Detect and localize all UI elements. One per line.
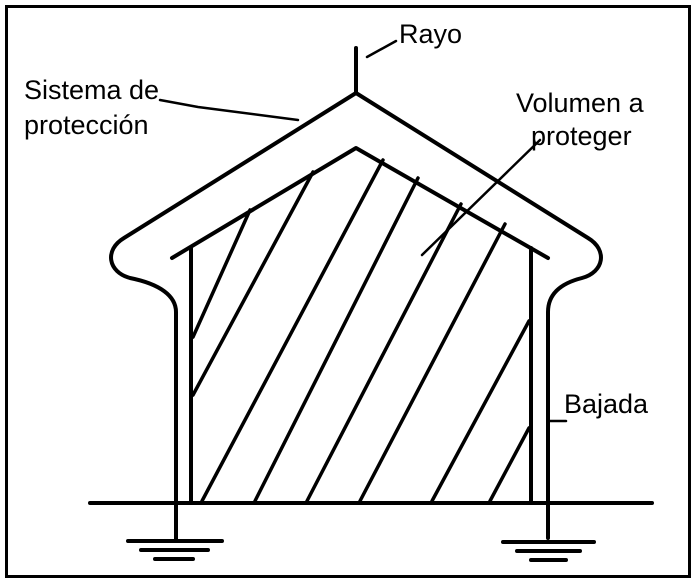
hatch-line <box>430 319 531 503</box>
building-roof <box>170 146 550 260</box>
sistema-leader <box>158 98 300 122</box>
label-volumen-line1: Volumen a <box>516 88 645 118</box>
protection-system-conductor <box>109 91 603 540</box>
label-sistema-line1: Sistema de <box>24 75 159 105</box>
diagram-frame <box>5 5 691 578</box>
right-ground-symbol <box>501 540 596 562</box>
protected-volume-hatching <box>191 158 531 503</box>
label-bajada: Bajada <box>564 389 649 419</box>
hatch-line <box>200 158 385 503</box>
label-volumen-line2: proteger <box>531 121 632 151</box>
label-rayo: Rayo <box>399 19 462 49</box>
volumen-leader <box>420 138 542 257</box>
label-sistema-line2: protección <box>24 110 149 140</box>
hatch-line <box>191 208 252 339</box>
left-ground-symbol <box>126 501 224 561</box>
hatch-line <box>253 176 420 503</box>
hatch-line <box>488 426 531 503</box>
hatch-line <box>305 202 463 503</box>
hatch-line <box>358 222 507 503</box>
rayo-leader <box>365 39 398 59</box>
hatch-line <box>191 170 315 397</box>
